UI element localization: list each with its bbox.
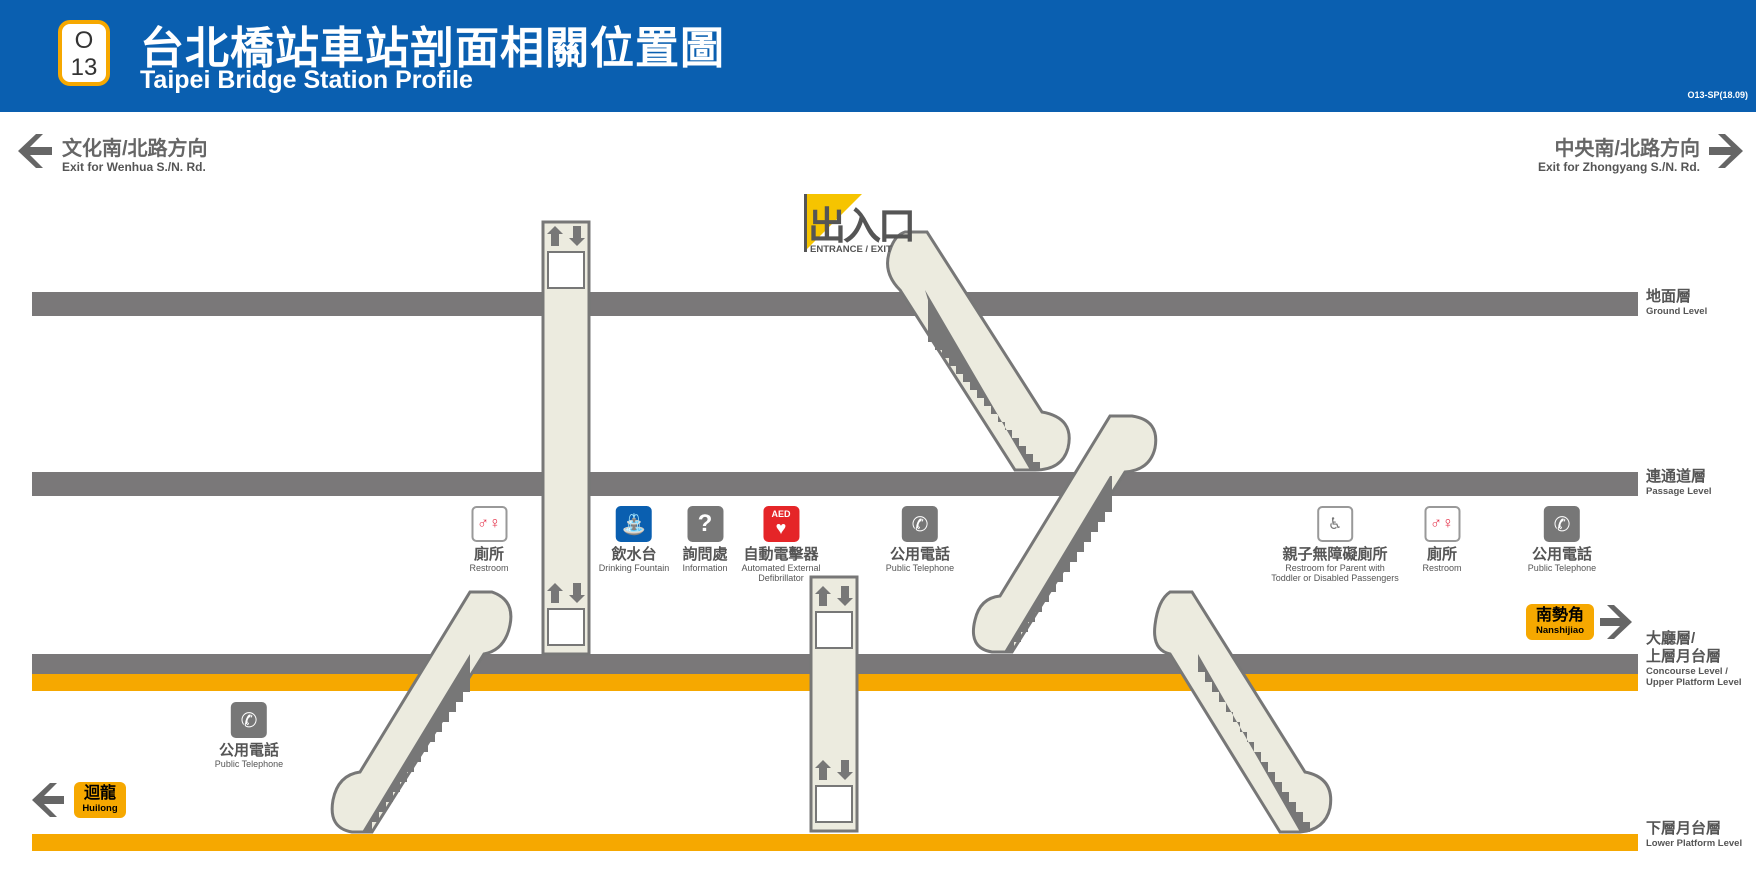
facility-label-en-2: Defibrillator: [758, 573, 804, 583]
elevator-shaft-upper: [541, 220, 591, 656]
elevator-arrows-icon: [547, 226, 853, 780]
destination-huilong-en: Huilong: [82, 803, 118, 814]
facility-label-en: Restroom: [1422, 563, 1462, 573]
arrow-huilong-icon: [32, 783, 64, 817]
facility-label-zh: 自動電擊器: [743, 546, 819, 563]
facility-telephone-mid: ✆ 公用電話 Public Telephone: [886, 506, 954, 573]
facility-label-en: Drinking Fountain: [598, 563, 670, 573]
level-lower: 下層月台層 Lower Platform Level: [1646, 820, 1742, 849]
entrance-label-zh: 出入口: [808, 206, 916, 248]
page-title-zh: 台北橋站車站剖面相關位置圖: [140, 24, 725, 73]
entrance-sign-icon: [804, 194, 862, 252]
level-passage-zh: 連通道層: [1646, 468, 1707, 485]
elevator-icon: [547, 251, 853, 823]
escalator-steps-2: [1004, 476, 1112, 652]
document-code: O13-SP(18.09): [1687, 90, 1748, 100]
telephone-icon: ✆: [1543, 506, 1580, 542]
facility-label-zh: 公用電話: [1531, 546, 1593, 563]
station-code-badge: O 13: [58, 20, 110, 86]
facility-label-en: Information: [682, 563, 728, 573]
level-passage-en: Passage Level: [1646, 486, 1712, 497]
destination-nanshijiao: 南勢角 Nanshijiao: [1526, 604, 1594, 640]
aed-badge-text: AED: [771, 509, 791, 519]
drinking-fountain-icon: ⛲: [615, 506, 652, 542]
level-concourse: 大廳層/ 上層月台層 Concourse Level / Upper Platf…: [1646, 630, 1742, 688]
restroom-icon: ♂♀: [1423, 506, 1460, 542]
level-concourse-zh-1: 大廳層/: [1646, 630, 1696, 647]
arrow-nanshijiao-icon: [1600, 605, 1632, 639]
arrow-right-icon: [1709, 134, 1743, 168]
facility-telephone-lower: ✆ 公用電話 Public Telephone: [215, 702, 283, 769]
direction-right-en: Exit for Zhongyang S./N. Rd.: [1538, 160, 1700, 174]
facility-label-en-2: Toddler or Disabled Passengers: [1271, 573, 1399, 583]
destination-nanshijiao-en: Nanshijiao: [1535, 625, 1585, 636]
restroom-icon: ♂♀: [470, 506, 507, 542]
facility-label-zh: 親子無障礙廁所: [1282, 546, 1388, 563]
escalator-steps-4: [1198, 654, 1310, 832]
telephone-icon: ✆: [901, 506, 938, 542]
station-code-number: 13: [70, 54, 98, 81]
destination-huilong: 迴龍 Huilong: [74, 782, 126, 818]
family-restroom-icon: ♿: [1316, 506, 1353, 542]
facility-aed: AED♥ 自動電擊器 Automated External Defibrilla…: [741, 506, 821, 583]
facility-label-zh: 飲水台: [611, 546, 657, 563]
escalator-concourse-lower-left: [330, 590, 513, 834]
level-concourse-zh-2: 上層月台層: [1646, 648, 1722, 665]
information-icon: ?: [687, 506, 723, 542]
station-code-line: O: [74, 27, 94, 54]
destination-nanshijiao-zh: 南勢角: [1535, 607, 1584, 624]
destination-huilong-zh: 迴龍: [83, 785, 116, 802]
level-concourse-en-1: Concourse Level /: [1646, 666, 1728, 677]
level-concourse-en-2: Upper Platform Level: [1646, 677, 1742, 688]
facility-information: ? 詢問處 Information: [682, 506, 728, 573]
telephone-icon: ✆: [230, 702, 267, 738]
floor-ground: [32, 292, 1638, 316]
facility-label-en: Public Telephone: [885, 563, 955, 573]
level-ground: 地面層 Ground Level: [1646, 288, 1707, 317]
direction-right-zh: 中央南/北路方向: [1554, 138, 1700, 160]
direction-left-zh: 文化南/北路方向: [62, 138, 208, 160]
facility-label-en-1: Restroom for Parent with: [1285, 563, 1385, 573]
floor-passage: [32, 472, 1638, 496]
entrance-label-en: ENTRANCE / EXIT: [810, 244, 892, 255]
arrow-left-icon: [18, 134, 52, 168]
facility-label-en-1: Automated External: [741, 563, 821, 573]
level-passage: 連通道層 Passage Level: [1646, 468, 1712, 497]
level-ground-en: Ground Level: [1646, 306, 1708, 317]
facility-label-zh: 廁所: [473, 546, 505, 563]
facility-family-restroom: ♿ 親子無障礙廁所 Restroom for Parent with Toddl…: [1271, 506, 1399, 583]
facility-drinking-fountain: ⛲ 飲水台 Drinking Fountain: [598, 506, 670, 573]
facility-label-zh: 公用電話: [218, 742, 280, 759]
facility-restroom-left: ♂♀ 廁所 Restroom: [469, 506, 509, 573]
facility-label-en: Restroom: [469, 563, 509, 573]
facility-label-en: Public Telephone: [1527, 563, 1597, 573]
facility-label-en: Public Telephone: [214, 759, 284, 769]
level-lower-zh: 下層月台層: [1646, 820, 1722, 837]
facility-telephone-right: ✆ 公用電話 Public Telephone: [1528, 506, 1596, 573]
facility-label-zh: 公用電話: [889, 546, 951, 563]
direction-left-en: Exit for Wenhua S./N. Rd.: [62, 160, 206, 174]
page-title-en: Taipei Bridge Station Profile: [140, 66, 473, 94]
level-lower-en: Lower Platform Level: [1646, 838, 1743, 849]
escalator-entrance-passage: [886, 230, 1071, 472]
header-bar: O 13 台北橋站車站剖面相關位置圖 Taipei Bridge Station…: [0, 0, 1756, 112]
facility-label-zh: 廁所: [1426, 546, 1458, 563]
aed-icon: AED♥: [762, 506, 799, 542]
escalator-concourse-lower-right: [1153, 590, 1333, 834]
level-ground-zh: 地面層: [1646, 288, 1692, 305]
facility-restroom-right: ♂♀ 廁所 Restroom: [1422, 506, 1462, 573]
facility-label-zh: 詢問處: [682, 546, 728, 563]
escalator-steps-3: [362, 654, 470, 832]
platform-lower-stripe: [32, 834, 1638, 851]
